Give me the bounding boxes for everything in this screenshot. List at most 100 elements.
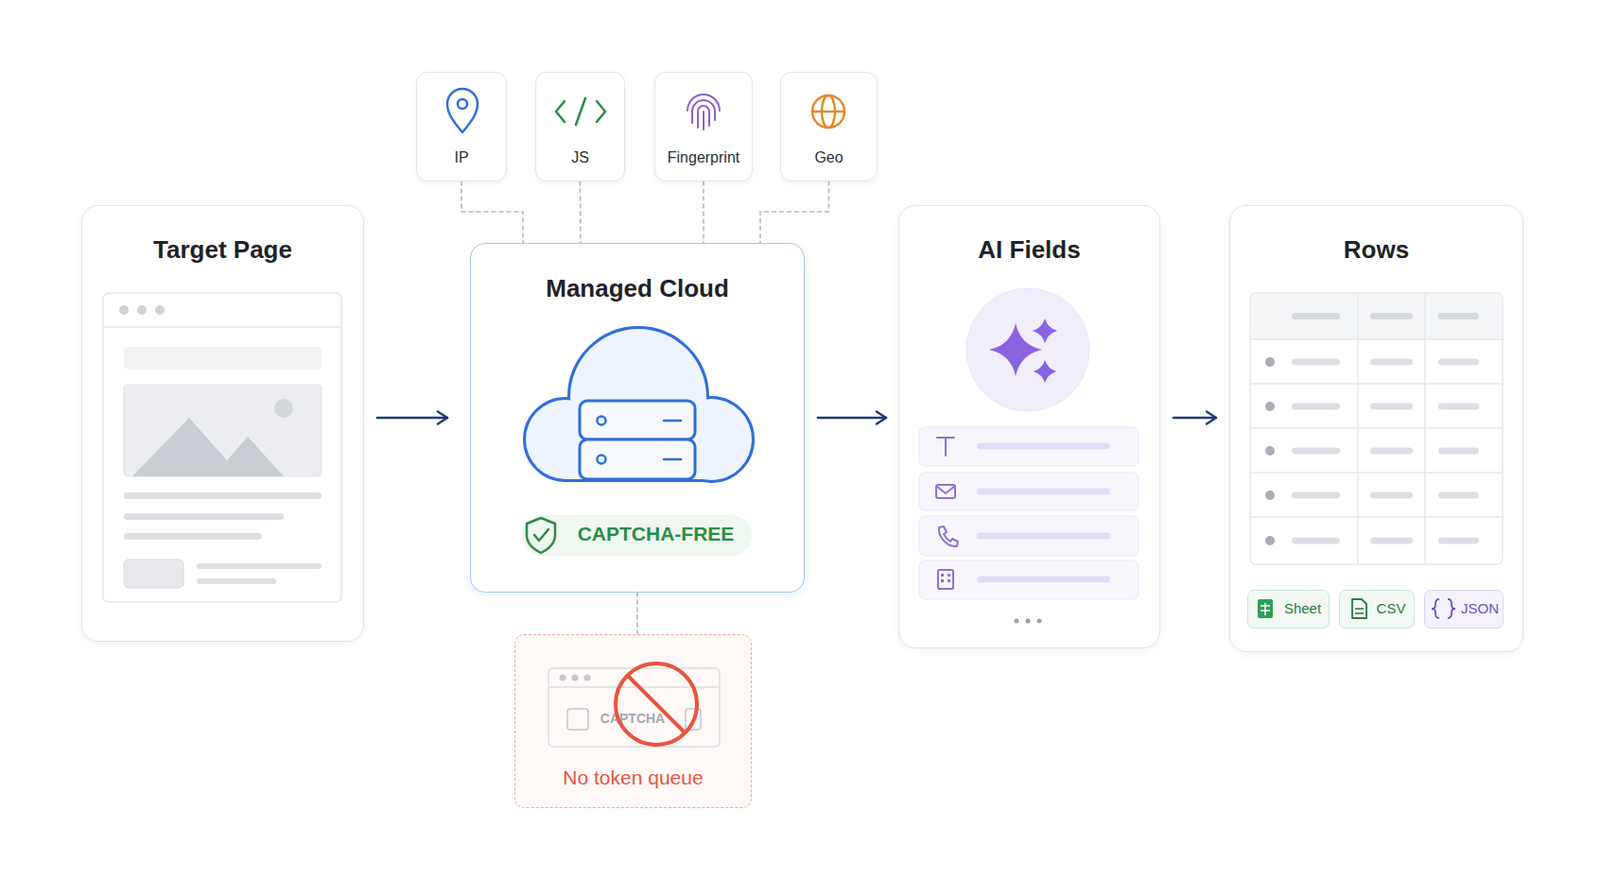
browser-frame xyxy=(103,293,342,603)
cell-bar xyxy=(1370,403,1413,411)
row-dot xyxy=(1265,401,1275,412)
export-button: JSON xyxy=(1424,590,1504,629)
field-row xyxy=(919,560,1139,600)
cloud-base xyxy=(565,416,712,480)
cell-bar xyxy=(1438,359,1479,366)
image-placeholder xyxy=(123,384,322,477)
export-button: Sheet xyxy=(1247,590,1330,629)
cell-bar xyxy=(1438,403,1479,411)
file-icon-line xyxy=(1355,612,1364,615)
building-window xyxy=(947,573,951,577)
captcha-frame xyxy=(548,668,720,748)
table-frame xyxy=(1250,293,1503,565)
browser-dot xyxy=(572,675,579,682)
node-title: Fingerprint xyxy=(655,148,752,167)
dashed-connector xyxy=(636,592,639,635)
cell-bar xyxy=(1291,492,1340,500)
field-bar xyxy=(976,576,1111,584)
globe-icon xyxy=(812,110,845,114)
sheet-icon-grid xyxy=(1264,603,1267,616)
text-icon xyxy=(937,436,955,439)
browser-dot xyxy=(155,305,165,315)
row-dot xyxy=(1265,490,1275,501)
page-header-bar xyxy=(123,347,322,370)
sparkle-icon xyxy=(989,323,1043,377)
browser-dot xyxy=(119,305,129,315)
text-line xyxy=(196,578,277,585)
text-line xyxy=(123,492,322,500)
shield-icon xyxy=(526,518,556,554)
signal-chip: JS xyxy=(535,71,626,182)
cloud-outline xyxy=(525,329,752,481)
export-button: CSV xyxy=(1339,590,1415,629)
more-dot xyxy=(1014,619,1020,625)
cell-bar xyxy=(1291,359,1340,366)
node-title: Target Page xyxy=(82,235,364,265)
mail-icon xyxy=(936,485,956,499)
mountain-shape xyxy=(212,436,284,477)
browser-dot xyxy=(137,305,147,315)
header-bar xyxy=(1438,313,1479,320)
cell-bar xyxy=(1291,403,1340,411)
sheet-icon-grid xyxy=(1260,609,1270,612)
field-row xyxy=(919,516,1139,557)
node-title: JS xyxy=(536,148,625,167)
cell-bar xyxy=(1370,448,1413,455)
signal-chip: Fingerprint xyxy=(654,71,753,182)
source-card: Target Page xyxy=(81,205,365,643)
table-rule xyxy=(1250,516,1503,519)
flow-arrow xyxy=(377,417,448,420)
mail-icon xyxy=(936,486,956,494)
cell-bar xyxy=(1291,448,1340,455)
cell-bar xyxy=(1370,492,1413,500)
button-label: Sheet xyxy=(1248,591,1329,627)
captcha-logo-box xyxy=(685,709,701,731)
cloud-lobe xyxy=(670,399,752,481)
sparkle-icon xyxy=(1033,360,1057,383)
server-slot xyxy=(663,419,681,423)
status-badge: CAPTCHA-FREE xyxy=(521,515,752,557)
button-label: JSON xyxy=(1425,591,1503,627)
pin-icon-dot xyxy=(457,99,468,109)
server-unit xyxy=(579,400,696,440)
fingerprint-icon xyxy=(692,100,715,123)
field-row xyxy=(919,472,1139,511)
cell-bar xyxy=(1370,359,1413,366)
field-row xyxy=(919,427,1139,467)
node-title: Rows xyxy=(1230,235,1523,265)
flow-arrow xyxy=(817,417,887,420)
cloud-fill xyxy=(525,329,752,481)
row-dot xyxy=(1265,536,1275,546)
building-icon xyxy=(938,570,954,590)
phone-icon xyxy=(939,526,958,547)
table-rule xyxy=(1250,471,1503,474)
button-placeholder xyxy=(123,559,184,589)
header-bar xyxy=(1291,313,1340,320)
node-title: No token queue xyxy=(515,765,751,790)
mountain-shape xyxy=(132,417,242,477)
node-title: AI Fields xyxy=(899,235,1160,265)
table-header xyxy=(1251,294,1502,340)
file-icon-line xyxy=(1355,608,1364,610)
more-dot xyxy=(1037,619,1043,625)
more-dot xyxy=(1026,619,1031,625)
sun-shape xyxy=(274,399,294,418)
cloud-lobe xyxy=(670,399,752,481)
building-window xyxy=(947,579,951,583)
fingerprint-icon xyxy=(687,94,720,111)
text-icon xyxy=(944,437,947,456)
fingerprint-icon xyxy=(697,105,710,128)
cloud-card: Managed CloudCAPTCHA-FREE xyxy=(469,243,805,593)
sheet-icon-grid xyxy=(1260,605,1270,608)
server-slot xyxy=(663,458,681,462)
signal-chip: IP xyxy=(416,71,507,182)
server-light xyxy=(597,455,607,465)
fingerprint-icon xyxy=(702,111,705,130)
forbidden-slash xyxy=(627,676,685,733)
sheet-icon xyxy=(1257,599,1273,619)
cloud-lobe xyxy=(570,329,707,466)
text-line xyxy=(123,533,262,540)
browser-dot xyxy=(584,675,592,682)
code-icon xyxy=(556,101,565,122)
